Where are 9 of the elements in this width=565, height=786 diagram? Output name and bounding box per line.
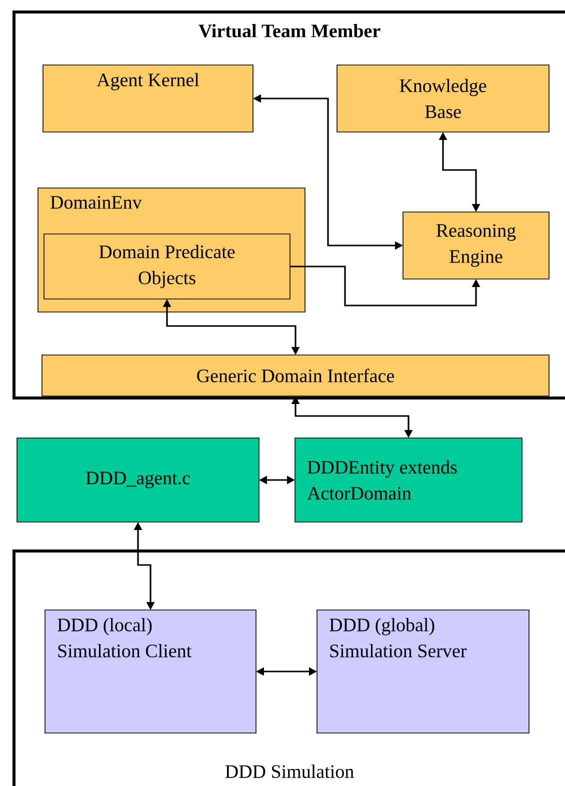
component-box: Agent Kernel [42, 64, 254, 132]
component-box: DDD_agent.c [16, 438, 260, 522]
component-box: Reasoning Engine [402, 212, 550, 280]
component-box: DDDEntity extends ActorDomain [294, 438, 522, 522]
component-box: DDD (global) Simulation Server [316, 610, 530, 734]
component-box: DDD (local) Simulation Client [44, 610, 256, 734]
component-box: Generic Domain Interface [42, 354, 550, 396]
component-box: Knowledge Base [336, 64, 550, 132]
component-box: Domain Predicate Objects [44, 234, 290, 300]
